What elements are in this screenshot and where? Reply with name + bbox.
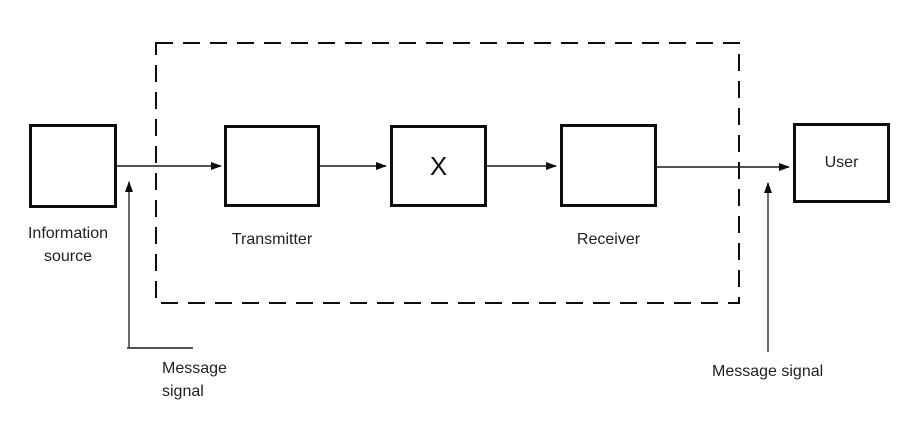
channel-x-symbol: X [429, 150, 448, 181]
transmitter-label: Transmitter [231, 231, 313, 248]
user-label: User [824, 154, 859, 171]
message-signal-left-line1: Message [162, 360, 227, 377]
user-box: User [793, 123, 890, 203]
receiver-box [560, 124, 657, 207]
information-source-label-line1: Information [27, 225, 109, 242]
message-signal-right-label: Message signal [712, 363, 824, 380]
message-signal-left-line2: signal [162, 383, 204, 400]
message-signal-left-label: Message signal [162, 357, 227, 403]
dashed-system-boundary [155, 42, 740, 304]
receiver-label: Receiver [576, 231, 641, 248]
information-source-box [29, 124, 117, 208]
transmitter-box [224, 125, 320, 207]
information-source-label: Information source [8, 222, 128, 268]
information-source-label-line2: source [43, 248, 93, 265]
channel-x-box: X [390, 125, 487, 207]
